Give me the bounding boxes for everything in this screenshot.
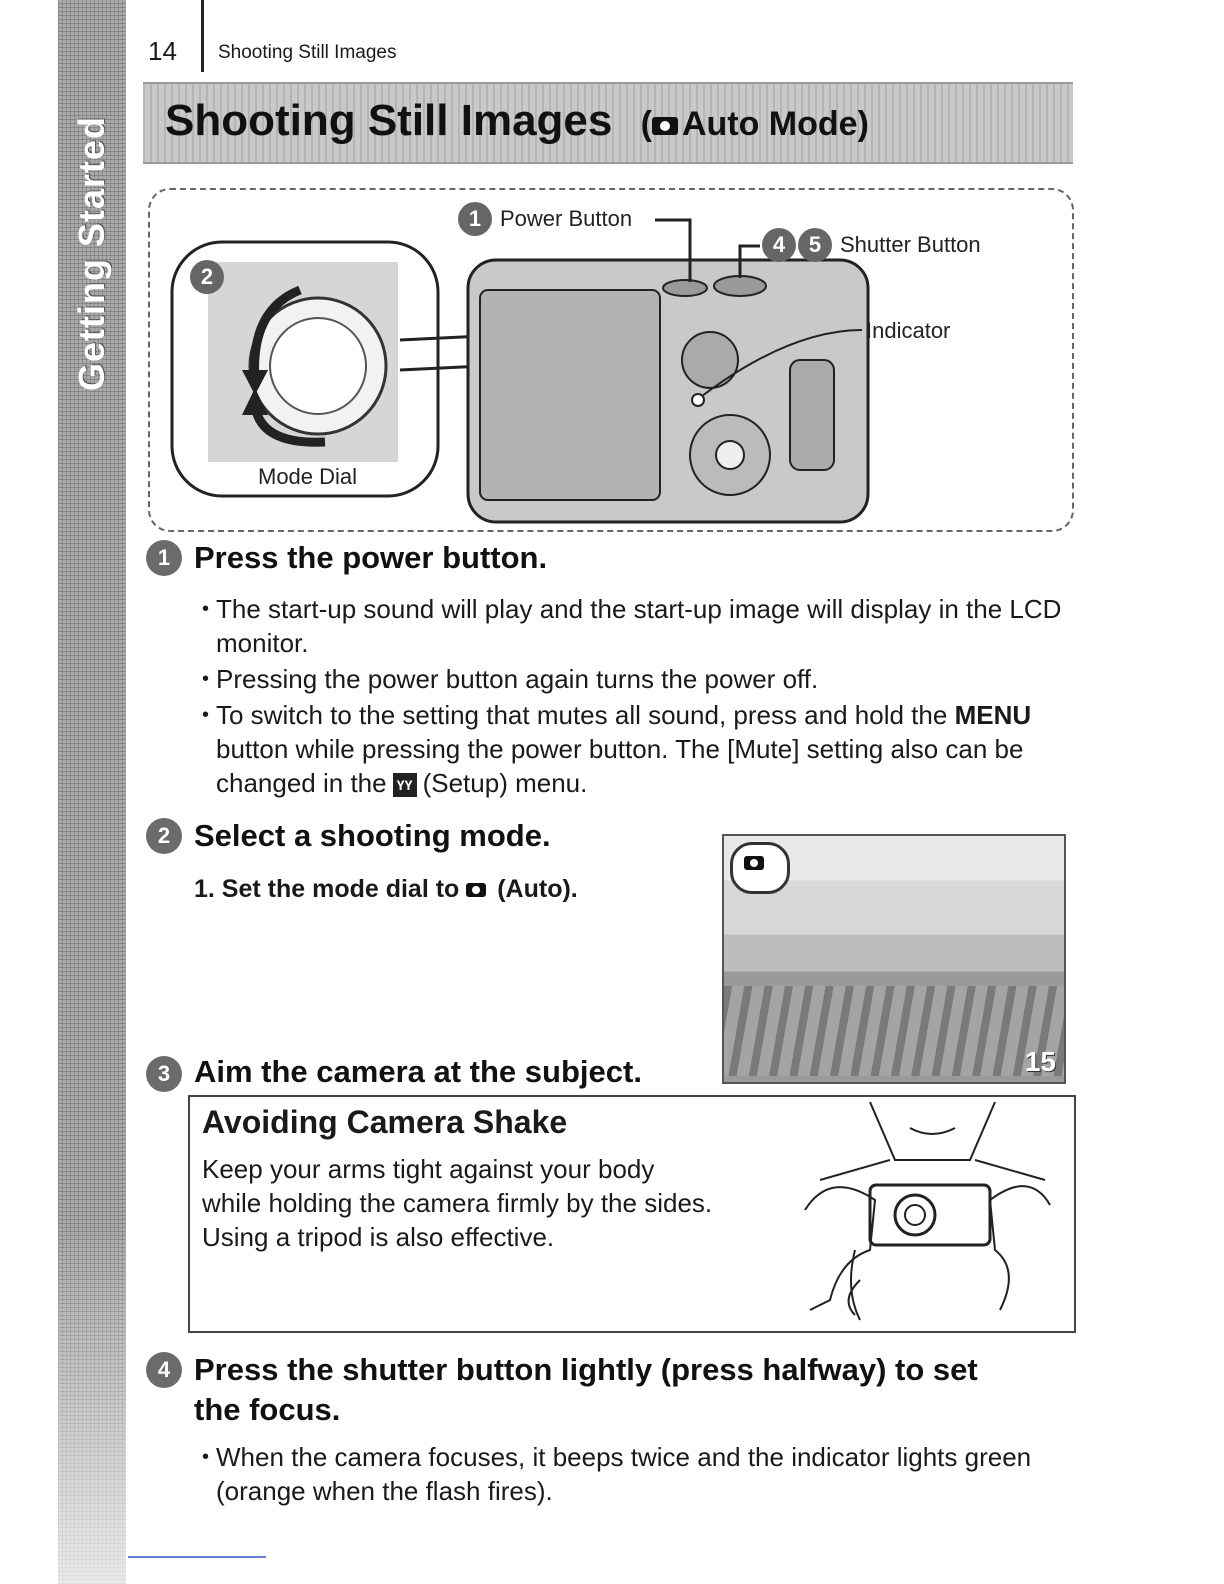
indicator-callout: Indicator — [866, 318, 950, 344]
rotate-arrow-icon — [250, 285, 302, 381]
step-3-heading: Aim the camera at the subject. — [194, 1054, 642, 1089]
step-1-bullets: The start-up sound will play and the sta… — [202, 592, 1072, 802]
step-4-heading: Press the shutter button lightly (press … — [194, 1352, 978, 1427]
indicator-label: Indicator — [866, 318, 951, 343]
mode-dial-label: Mode Dial — [258, 464, 358, 489]
step-2-substep: 1. Set the mode dial to (Auto). — [194, 875, 578, 903]
setup-menu-icon: ҮҮ — [392, 773, 417, 798]
step-4-bullets: When the camera focuses, it beeps twice … — [202, 1440, 1072, 1510]
bottom-rule — [128, 1556, 266, 1558]
list-item: To switch to the setting that mutes all … — [202, 698, 1072, 800]
menu-button-label: MENU — [954, 700, 1032, 730]
power-button-icon — [662, 279, 708, 297]
page-number: 14 — [148, 36, 177, 66]
shots-remaining: 15 — [1024, 1046, 1056, 1077]
mode-dial-callout: Mode Dial — [258, 464, 357, 490]
lcd-screen-icon — [479, 289, 661, 501]
side-tab-label: Getting Started — [71, 115, 112, 391]
list-item: When the camera focuses, it beeps twice … — [202, 1440, 1072, 1508]
side-tab — [58, 0, 126, 1584]
power-button-callout: 1 Power Button — [458, 202, 632, 236]
list-item: The start-up sound will play and the sta… — [202, 592, 1072, 660]
running-header: Shooting Still Images — [218, 42, 397, 63]
shutter-button-label: Shutter Button — [840, 232, 981, 257]
tip-title: Avoiding Camera Shake — [202, 1104, 568, 1140]
power-button-label: Power Button — [500, 206, 633, 231]
list-item: Pressing the power button again turns th… — [202, 662, 1072, 696]
step-4-number: 4 — [146, 1352, 182, 1388]
person-holding-camera-illustration — [804, 1101, 1051, 1321]
shutter-button-callout: 4 5 Shutter Button — [762, 228, 981, 262]
beach-chairs-image — [724, 986, 1064, 1076]
page-title: Shooting Still Images (Auto Mode) — [165, 96, 869, 146]
camera-diagram — [170, 218, 870, 524]
step-3-number: 3 — [146, 1056, 182, 1092]
lcd-preview-image: 15 — [722, 834, 1066, 1084]
header-divider — [201, 0, 204, 72]
callout-number: 1 — [458, 202, 492, 236]
step-2-number: 2 — [146, 818, 182, 854]
camera-auto-icon — [466, 883, 487, 898]
tip-text: Keep your arms tight against your body w… — [202, 1154, 713, 1252]
step-1-heading: Press the power button. — [194, 540, 548, 575]
step-1-number: 1 — [146, 540, 182, 576]
page-title-mode: (Auto Mode) — [640, 105, 869, 143]
camera-auto-icon — [651, 117, 678, 136]
camera-diagram-frame — [148, 188, 1074, 532]
mode-dial-number-callout: 2 — [190, 260, 224, 294]
shutter-button-icon — [713, 275, 767, 297]
page-title-main: Shooting Still Images — [165, 96, 613, 145]
title-band — [143, 82, 1073, 164]
indicator-lamp-icon — [691, 393, 705, 407]
step-2-heading: Select a shooting mode. — [194, 818, 551, 853]
